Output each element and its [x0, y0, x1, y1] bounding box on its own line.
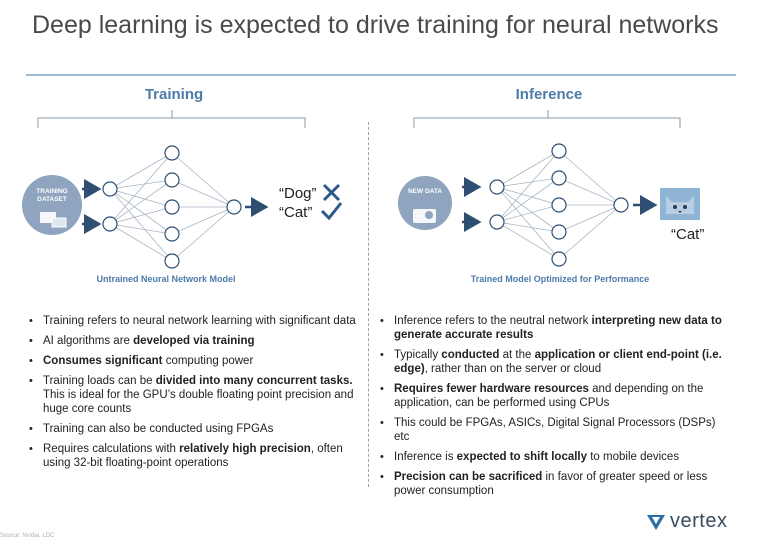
training-bullet-text: computing power: [162, 355, 254, 367]
training-bullet-text: developed via training: [133, 335, 255, 347]
inference-bullet-text: expected to shift locally: [456, 451, 588, 463]
inference-bullet: This could be FPGAs, ASICs, Digital Sign…: [378, 416, 728, 444]
inference-bullet: Typically conducted at the application o…: [378, 348, 728, 376]
training-hidden-node: [164, 226, 180, 242]
inference-hidden-node: [551, 251, 567, 267]
dataset-icon: [40, 212, 56, 223]
inference-hidden-node: [551, 170, 567, 186]
inference-hidden-node: [551, 143, 567, 159]
training-input-node: [102, 181, 118, 197]
training-model-caption: Untrained Neural Network Model: [96, 274, 236, 284]
vertex-logo: vertex: [646, 510, 727, 533]
inference-bullet-text: Inference refers to the neutral network: [394, 315, 592, 327]
training-bullet: Training loads can be divided into many …: [27, 374, 362, 416]
training-heading: Training: [144, 86, 204, 103]
network-diagrams: [22, 110, 700, 269]
vertex-logo-icon: [647, 514, 665, 530]
inference-bullet: Requires fewer hardware resources and de…: [378, 382, 728, 410]
inference-bullet: Inference refers to the neutral network …: [378, 314, 728, 342]
training-dataset-label: TRAINING DATASET: [36, 188, 68, 203]
training-hidden-node: [164, 199, 180, 215]
training-bullet-text: , often using 32-bit floating-point oper…: [43, 443, 343, 469]
training-bullet: Training refers to neural network learni…: [27, 314, 362, 328]
inference-bullet-text: and depending on the application, can be…: [394, 383, 704, 409]
inference-bracket: [413, 110, 681, 128]
training-dataset-badge: [22, 175, 82, 235]
training-bullet-text: Training loads can be: [43, 375, 156, 387]
training-bullet-text: This is ideal for the GPU’s double float…: [43, 389, 354, 415]
training-hidden-node: [164, 253, 180, 269]
training-input-node: [102, 216, 118, 232]
inference-network: [496, 150, 622, 260]
training-bracket: [37, 110, 306, 128]
training-bullet-text: Requires calculations with: [43, 443, 180, 455]
vertex-logo-text: vertex: [670, 510, 728, 532]
inference-bullet-text: Typically: [394, 349, 442, 361]
inference-bullet-text: to mobile devices: [587, 451, 680, 463]
training-bullet-text: Consumes significant: [43, 355, 163, 367]
inference-output-node: [613, 197, 629, 213]
training-bullet-text: divided into many concurrent tasks.: [155, 375, 353, 387]
inference-bullet-text: interpreting new data to generate accura…: [394, 315, 722, 341]
inference-bullet-text: Requires fewer hardware resources: [394, 383, 589, 395]
training-bullet-text: Training refers to neural network learni…: [43, 315, 356, 327]
output-cat-label: “Cat”: [279, 204, 313, 221]
title-underline: [26, 74, 736, 76]
inference-bullet: Inference is expected to shift locally t…: [378, 450, 728, 464]
training-output-node: [226, 199, 242, 215]
inference-bullet-text: This could be FPGAs, ASICs, Digital Sign…: [394, 417, 716, 443]
training-hidden-node: [164, 172, 180, 188]
source-note: Source: Nvidia, LDC: [0, 533, 55, 539]
training-hidden-node: [164, 145, 180, 161]
inference-cat-label: “Cat”: [671, 226, 705, 243]
inference-bullet: Precision can be sacrificed in favor of …: [378, 470, 728, 498]
inference-bullet-text: Inference is: [394, 451, 457, 463]
inference-bullet-text: at the: [499, 349, 535, 361]
inference-bullet-text: Precision can be sacrificed: [394, 471, 543, 483]
inference-input-node: [489, 179, 505, 195]
new-data-badge: [398, 176, 452, 230]
training-bullet-text: AI algorithms are: [43, 335, 134, 347]
training-bullet-list: Training refers to neural network learni…: [27, 314, 362, 476]
slide-title: Deep learning is expected to drive train…: [32, 11, 719, 39]
inference-hidden-node: [551, 224, 567, 240]
inference-bullet-text: application or client end-point (i.e. ed…: [394, 349, 722, 375]
correct-check-icon: [320, 202, 343, 221]
training-bullet-text: relatively high precision: [179, 443, 311, 455]
inference-bullet-text: conducted: [441, 349, 500, 361]
training-bullet-text: Training can also be conducted using FPG…: [43, 423, 274, 435]
training-bullet: Consumes significant computing power: [27, 354, 362, 368]
inference-hidden-node: [551, 197, 567, 213]
column-divider: [368, 122, 369, 487]
output-dog-label: “Dog”: [279, 185, 317, 202]
new-data-label: NEW DATA: [407, 188, 443, 195]
training-bullet: AI algorithms are developed via training: [27, 334, 362, 348]
inference-bullet-list: Inference refers to the neutral network …: [378, 314, 728, 504]
training-bullet: Requires calculations with relatively hi…: [27, 442, 362, 470]
inference-model-caption: Trained Model Optimized for Performance: [470, 274, 650, 284]
inference-bullet-text: in favor of greater speed or less power …: [394, 471, 708, 497]
wrong-x-icon: [322, 183, 341, 202]
cat-image: [660, 188, 700, 220]
training-bullet: Training can also be conducted using FPG…: [27, 422, 362, 436]
training-network: [109, 152, 235, 262]
inference-bullet-text: , rather than on the server or cloud: [424, 363, 602, 375]
inference-heading: Inference: [515, 86, 583, 103]
inference-input-node: [489, 214, 505, 230]
